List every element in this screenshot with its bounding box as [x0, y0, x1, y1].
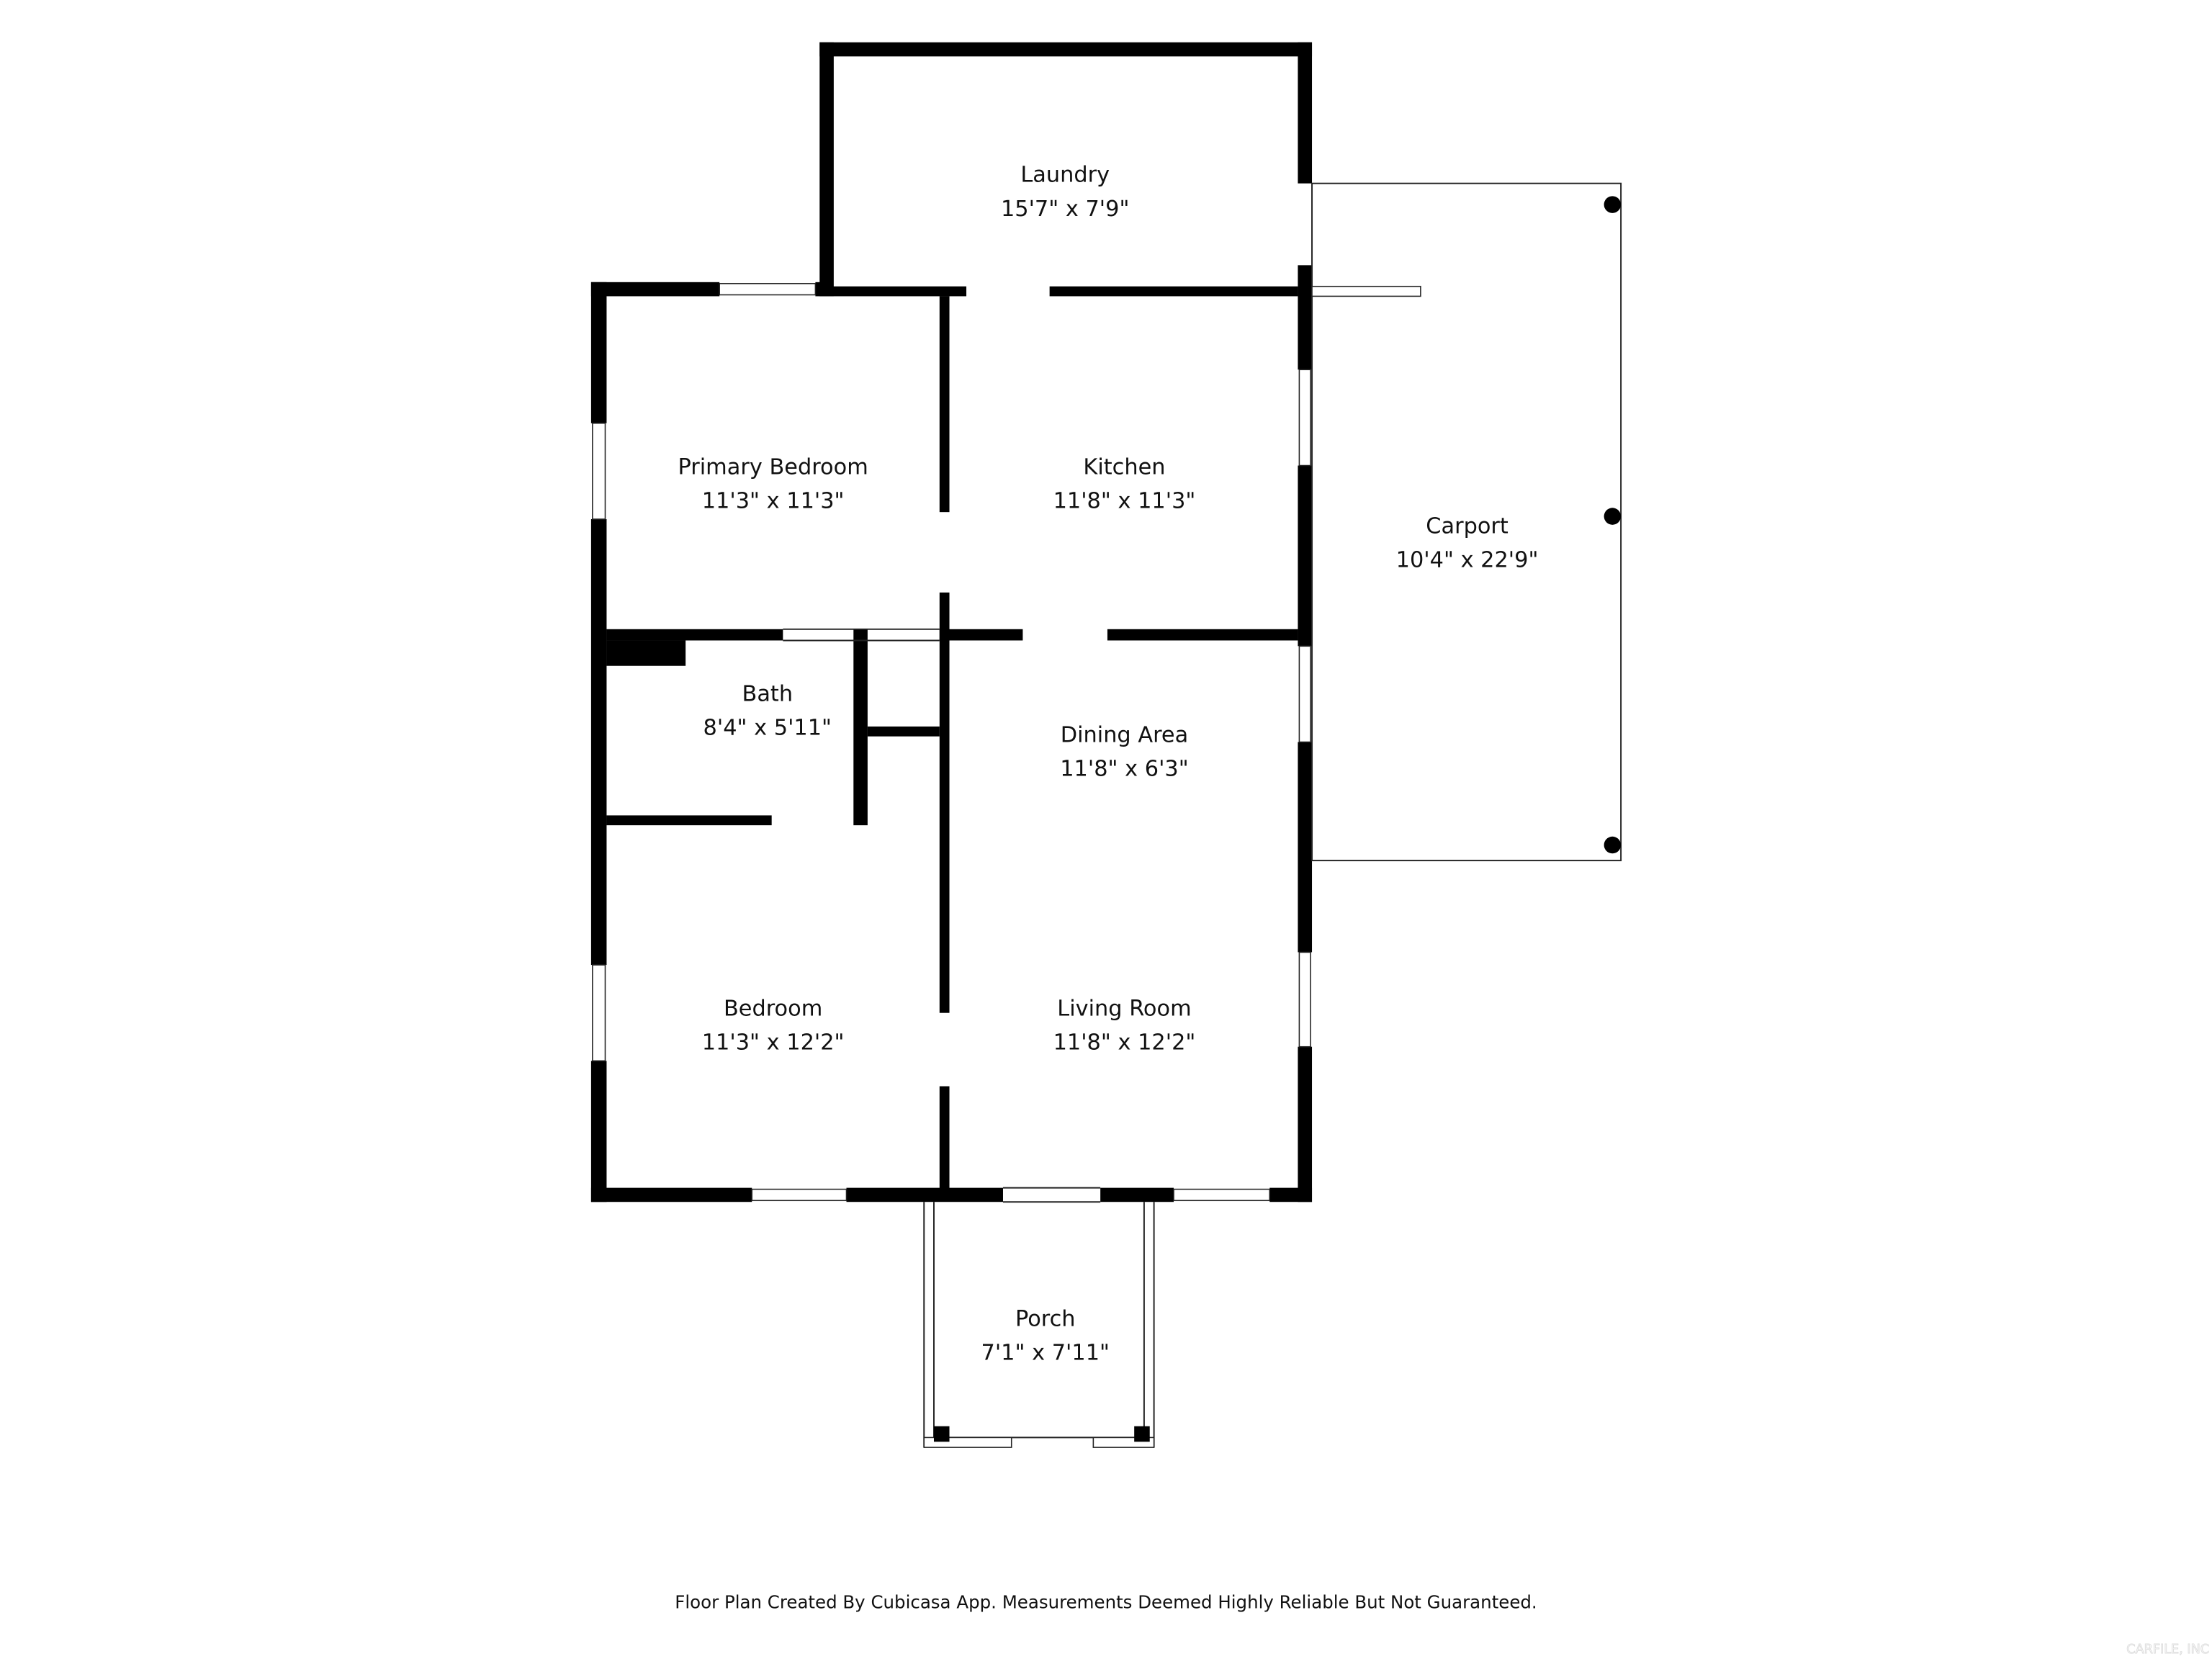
room-name: Porch — [1015, 1307, 1076, 1332]
room-carport: Carport 10'4" x 22'9" — [1396, 514, 1539, 573]
room-size: 15'7" x 7'9" — [1001, 197, 1129, 222]
room-porch: Porch 7'1" x 7'11" — [981, 1307, 1110, 1366]
room-kitchen: Kitchen 11'8" x 11'3" — [1053, 454, 1196, 513]
carport-outline — [1311, 182, 1622, 862]
room-size: 11'8" x 6'3" — [1060, 757, 1188, 782]
room-size: 11'3" x 11'3" — [702, 488, 845, 513]
room-size: 10'4" x 22'9" — [1396, 548, 1539, 573]
room-name: Primary Bedroom — [678, 454, 868, 480]
disclaimer-footer: Floor Plan Created By Cubicasa App. Meas… — [675, 1591, 1537, 1612]
post-icon — [1604, 508, 1622, 525]
room-name: Dining Area — [1061, 723, 1189, 748]
post-icon — [1604, 836, 1622, 854]
post-icon — [1604, 196, 1622, 213]
room-bedroom: Bedroom 11'3" x 12'2" — [702, 997, 845, 1056]
room-size: 11'8" x 11'3" — [1053, 488, 1196, 513]
room-living-room: Living Room 11'8" x 12'2" — [1053, 997, 1196, 1056]
windows — [592, 283, 1311, 1203]
room-laundry: Laundry 15'7" x 7'9" — [1001, 163, 1129, 222]
room-dining-area: Dining Area 11'8" x 6'3" — [1060, 723, 1188, 782]
post-icon — [933, 1426, 950, 1442]
room-name: Living Room — [1057, 997, 1191, 1022]
room-name: Laundry — [1020, 163, 1110, 188]
room-name: Kitchen — [1083, 454, 1165, 480]
room-primary-bedroom: Primary Bedroom 11'3" x 11'3" — [678, 454, 868, 513]
room-size: 7'1" x 7'11" — [981, 1341, 1110, 1366]
room-size: 11'8" x 12'2" — [1053, 1030, 1196, 1056]
room-name: Bath — [742, 682, 793, 707]
room-bath: Bath 8'4" x 5'11" — [703, 682, 832, 741]
walls — [590, 42, 1313, 1202]
porch-outline — [923, 1202, 1155, 1448]
watermark: CARFILE, INC — [2126, 1642, 2209, 1657]
room-size: 8'4" x 5'11" — [703, 716, 832, 741]
room-name: Carport — [1426, 514, 1509, 539]
room-name: Bedroom — [724, 997, 822, 1022]
post-icon — [1134, 1426, 1150, 1442]
room-size: 11'3" x 12'2" — [702, 1030, 845, 1056]
